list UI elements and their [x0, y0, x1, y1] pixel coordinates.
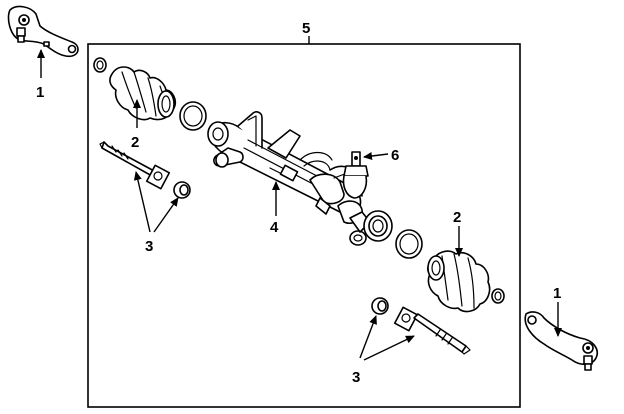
rack-boot-left	[109, 66, 177, 121]
callout-3-right-leader-b	[363, 335, 415, 361]
jam-nut-left	[173, 181, 191, 199]
boot-clamp-small-left	[93, 57, 107, 73]
callout-3-right-label: 3	[352, 369, 360, 386]
boot-clamp-large-left	[179, 101, 207, 131]
assembly-frame	[87, 43, 521, 408]
callout-5-label: 5	[302, 20, 310, 37]
housing-right-end	[363, 210, 393, 242]
jam-nut-right	[371, 297, 389, 315]
inner-tie-rod-right	[393, 306, 471, 355]
callout-6-label: 6	[391, 147, 399, 164]
boot-clamp-small-right	[491, 288, 505, 304]
callout-1-right-label: 1	[553, 285, 561, 302]
callout-1-left-label: 1	[36, 84, 44, 101]
callout-2-left-label: 2	[131, 134, 139, 151]
callout-3-right-leader-a	[359, 315, 377, 359]
rack-boot-right	[427, 250, 491, 313]
pinion-valve-fitting	[342, 151, 369, 199]
callout-3-left-leader-b	[153, 197, 179, 233]
outer-tie-rod-end-right	[524, 311, 598, 371]
callout-3-left-label: 3	[145, 238, 153, 255]
boot-clamp-large-right	[395, 229, 423, 259]
callout-6-leader	[363, 152, 389, 160]
inner-tie-rod-left	[99, 141, 171, 190]
callout-4-label: 4	[270, 219, 279, 236]
callout-3-left-leader-a	[133, 171, 151, 233]
outer-tie-rod-end-left	[7, 5, 79, 58]
callout-2-right-label: 2	[453, 209, 461, 226]
